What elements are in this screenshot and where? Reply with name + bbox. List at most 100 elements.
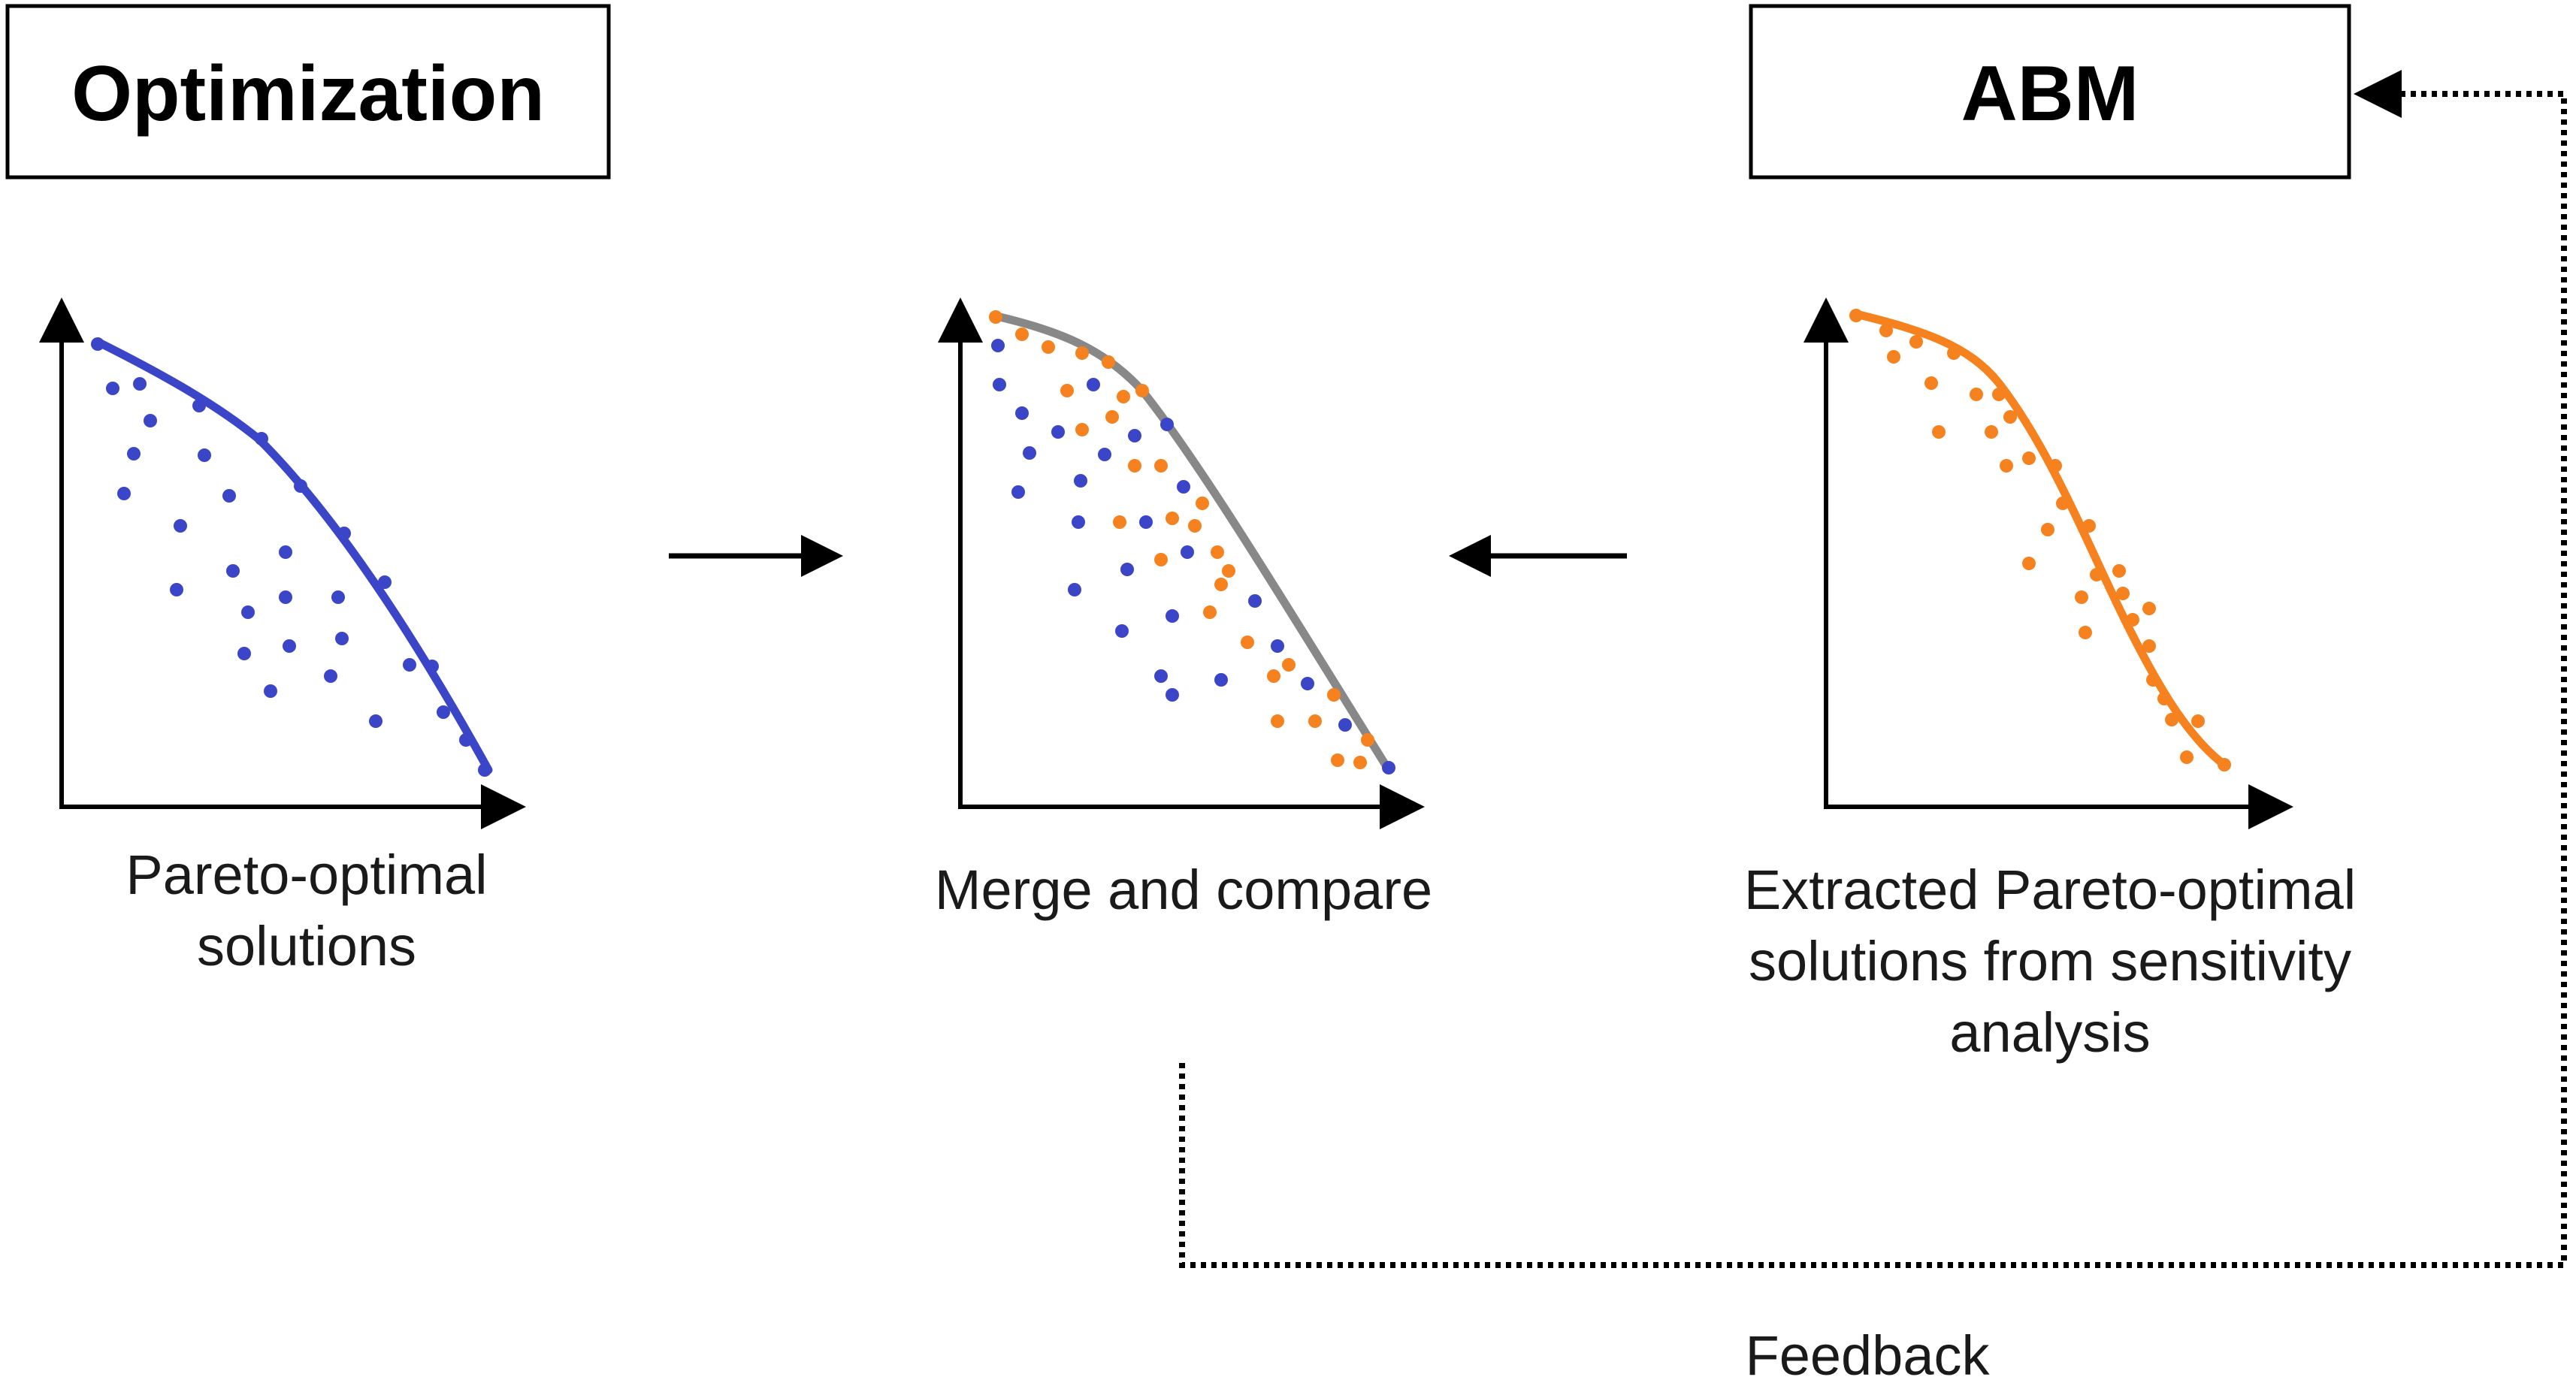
solution-point	[1139, 515, 1153, 529]
solution-point	[1087, 378, 1100, 391]
solution-point	[1181, 545, 1194, 559]
solution-point	[1120, 563, 1134, 576]
solution-point	[192, 399, 206, 412]
solution-point	[1154, 459, 1168, 473]
solution-point	[1135, 384, 1149, 397]
panel-caption-line-1: Merge and compare	[935, 859, 1432, 921]
solution-point	[989, 310, 1002, 324]
solution-point	[1308, 714, 1322, 728]
solution-point	[1166, 609, 1179, 623]
solution-point	[117, 487, 131, 500]
panel-abm-extracted-pareto: Extracted Pareto-optimal solutions from …	[1744, 297, 2356, 1064]
feedback-label: Feedback	[1746, 1324, 1991, 1387]
solution-point	[198, 448, 211, 462]
solution-points	[91, 337, 491, 777]
solution-point	[993, 378, 1006, 391]
solution-point	[1849, 309, 1863, 322]
feedback-loop-path	[1179, 70, 2567, 1268]
solution-point	[1271, 639, 1284, 653]
solution-point	[2090, 568, 2103, 581]
solution-point	[2112, 564, 2126, 578]
panel-caption-line-1: Pareto-optimal	[125, 844, 487, 906]
solution-point	[1196, 497, 1209, 510]
solution-point	[1188, 519, 1202, 533]
solution-point	[2003, 410, 2017, 424]
solution-point	[1301, 677, 1314, 690]
solution-point	[1267, 669, 1280, 683]
solution-point	[226, 564, 240, 578]
solution-point	[2000, 459, 2013, 473]
solution-points	[1849, 309, 2231, 771]
solution-point	[1105, 410, 1119, 424]
solution-point	[437, 705, 450, 719]
solution-point	[1015, 406, 1029, 420]
solution-point	[1353, 756, 1367, 769]
solution-point	[2165, 713, 2178, 726]
solution-point	[1023, 446, 1036, 460]
solution-point	[1098, 448, 1111, 461]
solution-point	[425, 660, 439, 673]
solution-point	[1338, 718, 1352, 732]
solution-point	[2218, 758, 2231, 771]
solution-point	[1361, 733, 1374, 747]
solution-point	[369, 714, 382, 728]
solution-point	[1051, 425, 1065, 439]
solution-point	[1947, 346, 1961, 360]
solution-point	[1248, 594, 1262, 608]
solution-point	[1128, 459, 1141, 473]
solution-point	[1166, 688, 1179, 702]
solution-point	[279, 545, 292, 559]
solution-point	[255, 432, 268, 445]
solution-point	[1042, 340, 1055, 354]
solution-point	[1985, 425, 1998, 439]
solution-point	[1128, 429, 1141, 442]
solution-point	[2079, 626, 2092, 639]
solution-point	[459, 733, 473, 747]
solution-point	[324, 669, 337, 683]
solution-point	[174, 519, 187, 533]
solution-point	[1102, 355, 1115, 369]
solution-point	[1075, 346, 1089, 360]
solution-point	[1214, 673, 1228, 687]
solution-point	[1382, 761, 1395, 774]
solution-point	[2116, 587, 2130, 600]
solution-point	[1074, 474, 1087, 488]
abm-title: ABM	[1961, 50, 2139, 137]
abm-box: ABM	[1749, 4, 2351, 180]
solution-point	[1113, 515, 1126, 529]
solution-point	[1241, 636, 1254, 649]
solution-point	[133, 377, 147, 391]
solution-point	[1327, 688, 1341, 702]
solution-point	[2157, 692, 2171, 705]
solution-point	[1282, 658, 1296, 672]
solution-point	[1166, 512, 1179, 525]
solution-point	[335, 632, 349, 645]
optimization-title: Optimization	[71, 50, 545, 137]
solution-point	[2022, 451, 2036, 465]
solution-point	[1203, 605, 1217, 619]
solution-point	[1887, 350, 1900, 364]
solution-point	[2075, 590, 2088, 604]
solution-point	[283, 639, 296, 653]
solution-point	[279, 590, 292, 604]
solution-point	[1924, 376, 1938, 390]
solution-point	[1211, 545, 1224, 559]
solution-point	[2146, 673, 2160, 687]
solution-point	[241, 605, 255, 619]
panel-caption-line-1: Extracted Pareto-optimal	[1744, 859, 2356, 921]
solution-point	[478, 763, 491, 777]
solution-point	[1932, 425, 1946, 439]
solution-point	[1970, 388, 1983, 401]
solution-point	[91, 337, 104, 351]
solution-point	[2082, 519, 2096, 533]
solution-point	[1015, 328, 1029, 341]
solution-point	[170, 583, 183, 596]
pareto-frontier-curve	[93, 337, 493, 774]
solution-point	[222, 489, 236, 503]
solution-point	[378, 575, 392, 589]
solution-point	[2056, 497, 2070, 510]
solution-point	[2180, 750, 2194, 764]
optimization-box: Optimization	[5, 4, 611, 180]
panel-merge-and-compare: Merge and compare	[935, 297, 1432, 921]
